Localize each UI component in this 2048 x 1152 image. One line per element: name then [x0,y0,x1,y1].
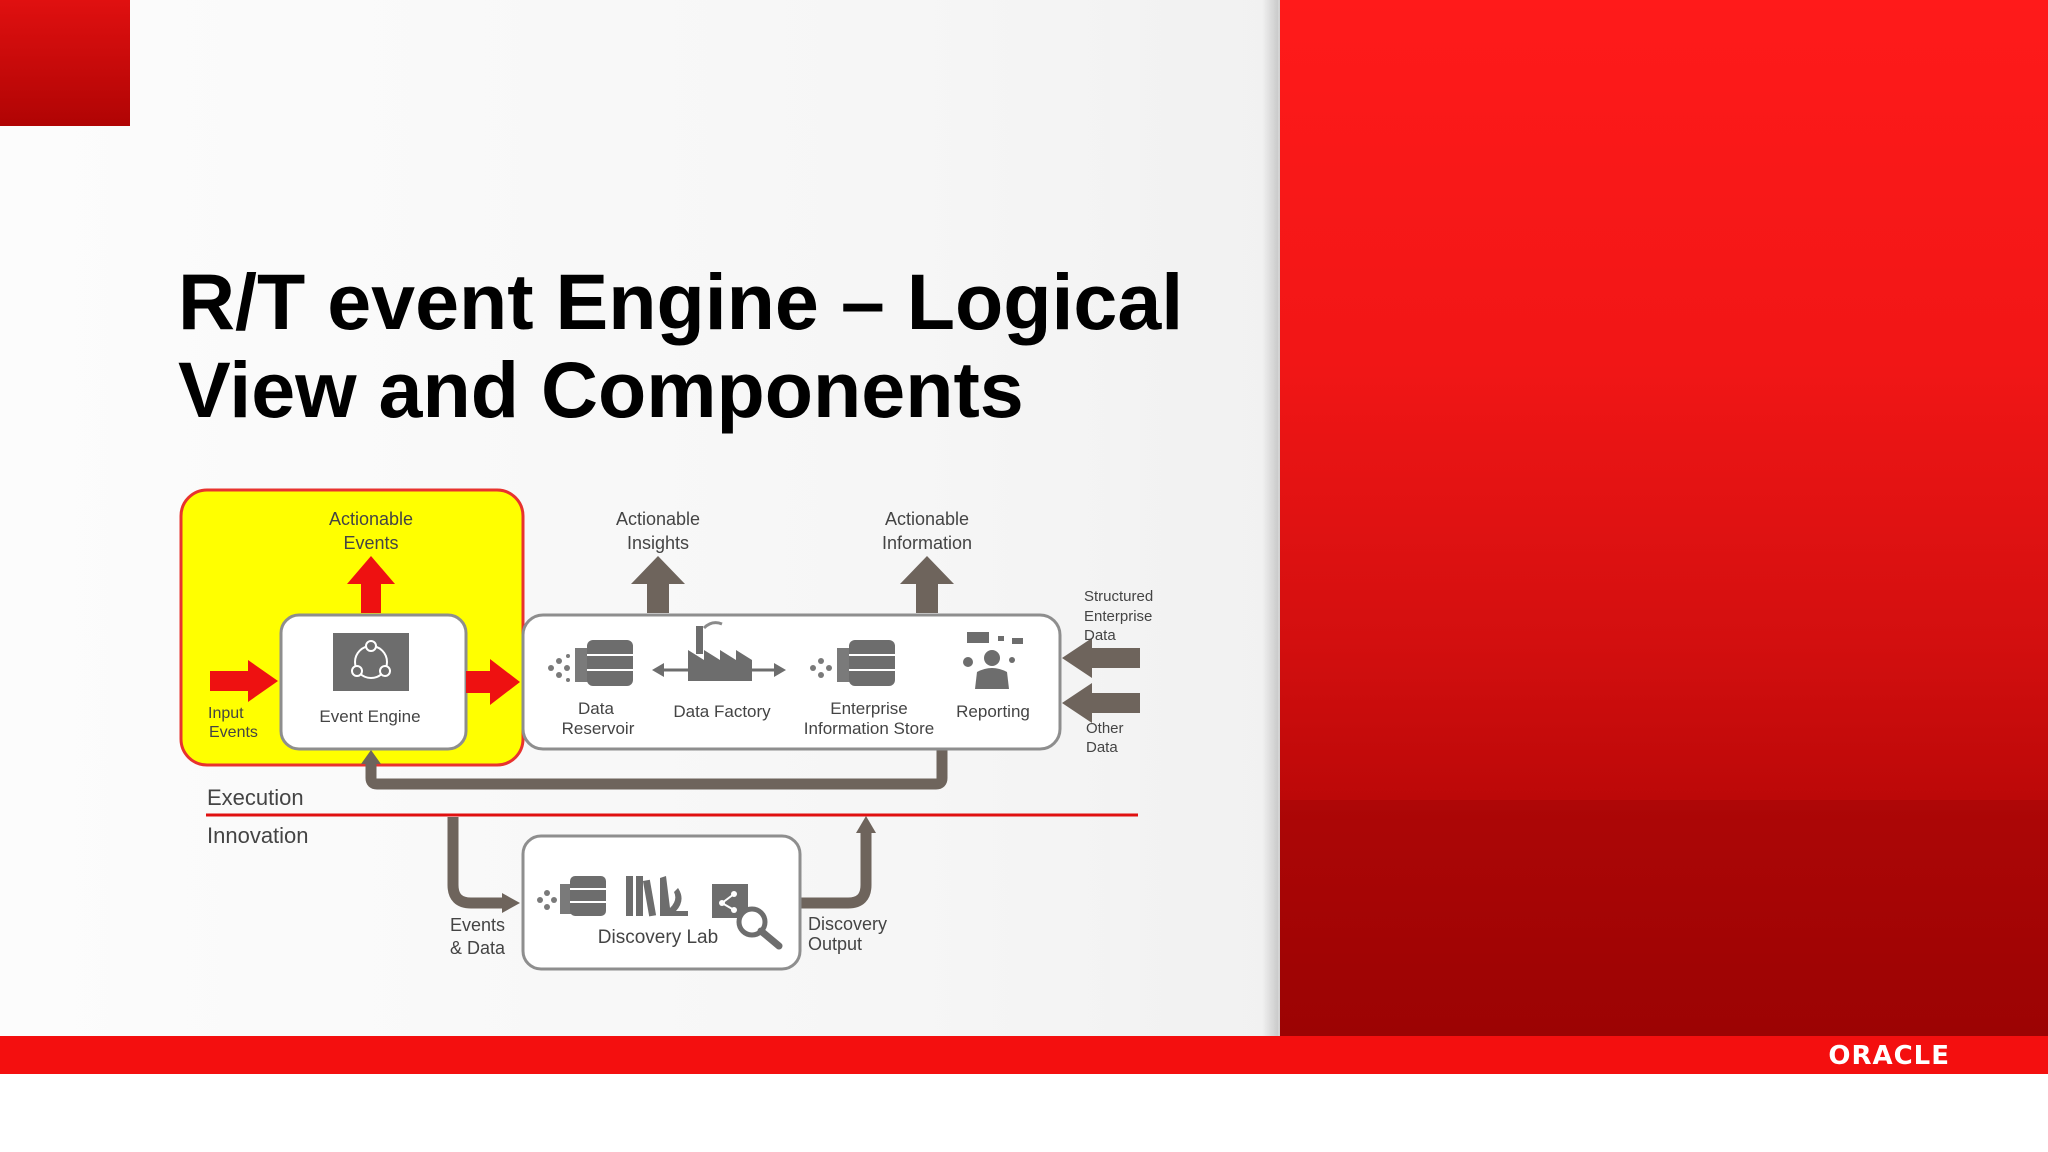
red-side-panel-band [1280,800,2048,1036]
cycle-icon [333,633,409,691]
architecture-diagram: Execution Innovation Event Engine [179,488,1153,971]
enterprise-store-label-2: Information Store [804,719,934,738]
innovation-label: Innovation [207,823,309,848]
other-data-label: Other [1086,720,1124,737]
structured-data-label-3: Data [1084,627,1116,644]
discovery-output-label: Discovery [808,914,887,934]
structured-data-arrow [1062,638,1140,678]
oracle-logo: ORACLE [1828,1041,1950,1071]
discovery-output-arrowhead [856,816,876,833]
event-engine-label: Event Engine [319,707,420,726]
structured-data-label-2: Enterprise [1084,608,1152,625]
actionable-information-arrow [900,556,954,613]
engine-to-platform-arrow [466,659,520,705]
actionable-insights-label: Actionable [616,509,700,529]
actionable-insights-arrow [631,556,685,613]
actionable-events-label: Actionable [329,509,413,529]
factory-icon [652,621,786,681]
discovery-output-flow-arrow [800,830,872,909]
structured-data-label: Structured [1084,588,1153,605]
footer-bar [0,1036,2048,1074]
events-data-arrowhead [502,893,520,913]
reporting-person-icon [963,632,1023,689]
feedback-loop-arrowhead [361,750,381,764]
database-icon [810,640,895,686]
data-reservoir-label-2: Reservoir [562,719,635,738]
books-microscope-icon [626,876,688,917]
actionable-information-label-2: Information [882,533,972,553]
database-icon [548,640,633,686]
panel-shadow [1262,0,1280,1036]
data-reservoir-label: Data [578,699,614,718]
actionable-events-arrow [347,556,395,613]
database-icon [537,876,606,916]
events-data-flow-arrow [447,817,505,909]
actionable-insights-label-2: Insights [627,533,689,553]
feedback-loop-arrow [365,744,948,790]
actionable-events-label-2: Events [343,533,398,553]
corner-accent-square [0,0,130,126]
slide-title: R/T event Engine – Logical View and Comp… [178,257,1184,434]
events-and-data-label-2: & Data [450,938,506,958]
reporting-label: Reporting [956,702,1030,721]
actionable-information-label: Actionable [885,509,969,529]
other-data-label-2: Data [1086,739,1118,756]
enterprise-store-label: Enterprise [830,699,907,718]
execution-label: Execution [207,785,304,810]
data-factory-label: Data Factory [673,702,771,721]
input-events-label-2: Events [209,724,258,741]
red-side-panel [1280,0,2048,1036]
discovery-output-label-2: Output [808,934,862,954]
search-network-icon [712,884,783,950]
data-platform-box [521,613,1062,751]
events-and-data-label: Events [450,915,505,935]
input-events-arrow [210,660,278,702]
other-data-arrow [1062,683,1140,723]
discovery-lab-label: Discovery Lab [598,927,718,948]
input-events-label: Input [208,705,244,722]
